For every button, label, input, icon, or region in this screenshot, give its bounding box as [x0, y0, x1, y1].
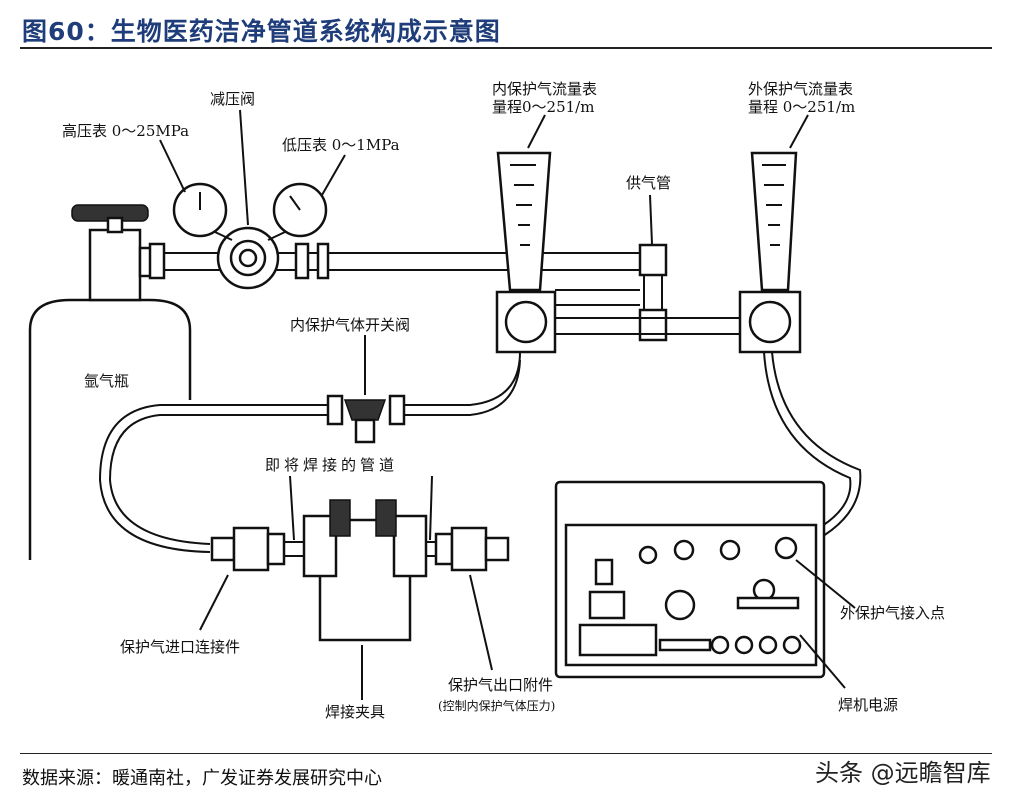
label-argon: 氩气瓶 [84, 372, 129, 390]
label-outer-flowmeter-2: 量程 0～251/m [748, 98, 855, 116]
footer-divider [20, 753, 992, 754]
label-low-gauge: 低压表 0～1MPa [282, 136, 400, 154]
label-outer-flowmeter-1: 外保护气流量表 [748, 80, 853, 98]
label-supply-pipe: 供气管 [626, 174, 671, 192]
inlet-fitting [210, 536, 236, 562]
watermark: 头条 @远瞻智库 [815, 759, 991, 787]
label-pipe-to-weld: 即将焊接的管道 [265, 456, 398, 474]
label-high-gauge: 高压表 0～25MPa [62, 122, 189, 140]
label-inlet-fitting: 保护气进口连接件 [120, 638, 240, 656]
inner-flowmeter [496, 151, 552, 292]
inner-gas-valve [343, 399, 387, 421]
label-fixture: 焊接夹具 [325, 703, 385, 721]
supply-pipe-tee [638, 243, 668, 277]
page-title: 图60：生物医药洁净管道系统构成示意图 [22, 17, 501, 46]
cylinder-neck [88, 228, 142, 302]
argon-cylinder [28, 298, 192, 560]
outer-flowmeter [750, 151, 798, 292]
label-inner-flowmeter-1: 内保护气流量表 [492, 80, 597, 98]
label-welder-power: 焊机电源 [838, 696, 898, 714]
label-outer-inlet: 外保护气接入点 [840, 604, 945, 622]
title-divider [20, 47, 992, 49]
source-note: 数据来源：暖通南社，广发证券发展研究中心 [22, 768, 382, 789]
outlet-fitting [450, 526, 488, 572]
label-outlet-note: (控制内保护气体压力) [438, 698, 555, 713]
label-inner-valve: 内保护气体开关阀 [290, 316, 410, 334]
label-inner-flowmeter-2: 量程0～251/m [492, 98, 594, 116]
label-reducer: 减压阀 [210, 90, 255, 108]
label-outlet-fitting: 保护气出口附件 [448, 676, 553, 694]
